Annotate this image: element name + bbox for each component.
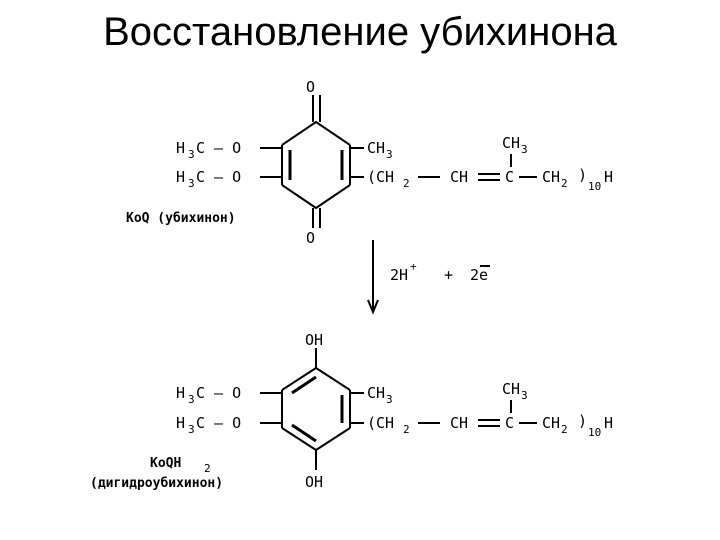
ubiquinol-name-2: (дигидроубихинон) xyxy=(90,476,223,491)
methoxy-1-sub: 3 xyxy=(188,148,195,161)
methoxy-1-h: H xyxy=(176,139,185,157)
chain-c: C xyxy=(505,168,514,186)
ring-bottom-edges xyxy=(281,427,351,452)
chain-ch: CH xyxy=(450,168,468,186)
oxygen-bottom: O xyxy=(306,229,315,247)
plus-sign: + xyxy=(444,266,453,284)
methoxy-2-rest: C – O xyxy=(196,168,241,186)
protons-charge: + xyxy=(410,260,417,273)
branch-methyl-sub: 3 xyxy=(521,143,528,156)
methoxy-2-h: H xyxy=(176,168,185,186)
methoxy-1-rest: C – O xyxy=(196,139,241,157)
hydroxyl-top: OH xyxy=(305,331,323,349)
protons-label: 2H xyxy=(390,266,408,284)
ring-bottom-edges xyxy=(281,184,351,210)
chain-repeat-count: 10 xyxy=(588,180,601,193)
hydroxyl-bottom: OH xyxy=(305,473,323,491)
ubiquinone-name: KoQ (убихинон) xyxy=(126,211,236,226)
methyl-label: CH xyxy=(367,384,385,402)
branch-methyl-sub: 3 xyxy=(521,389,528,402)
branch-methyl: CH xyxy=(502,380,520,398)
chain-open: (CH xyxy=(367,168,394,186)
chain-ch2: CH xyxy=(542,414,560,432)
ring-inner-double-3 xyxy=(291,423,317,443)
methoxy-1-sub: 3 xyxy=(188,393,195,406)
chain-ch2-sub: 2 xyxy=(561,423,568,436)
ubiquinol-name-1: KoQH xyxy=(150,456,181,471)
chain-terminal-h: H xyxy=(604,414,613,432)
methoxy-2-sub: 3 xyxy=(188,423,195,436)
methoxy-2-rest: C – O xyxy=(196,414,241,432)
chain-open: (CH xyxy=(367,414,394,432)
methyl-sub: 3 xyxy=(386,393,393,406)
chain-c: C xyxy=(505,414,514,432)
reduction-arrow-group: 2H + + 2e xyxy=(367,240,490,315)
ring-top-edges xyxy=(281,120,351,146)
ubiquinol-structure: OH OH H 3 C – O H 3 C – O CH 3 (CH 2 CH … xyxy=(90,331,613,491)
methyl-label: CH xyxy=(367,139,385,157)
chain-ch2: CH xyxy=(542,168,560,186)
ubiquinol-name-1-sub: 2 xyxy=(204,462,211,475)
chain-ch: CH xyxy=(450,414,468,432)
methoxy-1-h: H xyxy=(176,384,185,402)
slide-title: Восстановление убихинона xyxy=(103,10,617,54)
chain-open-sub: 2 xyxy=(403,423,410,436)
chain-close: ) xyxy=(578,412,587,430)
chain-ch2-sub: 2 xyxy=(561,177,568,190)
methoxy-2-h: H xyxy=(176,414,185,432)
chain-close: ) xyxy=(578,166,587,184)
oxygen-top: O xyxy=(306,78,315,96)
branch-methyl: CH xyxy=(502,134,520,152)
methoxy-1-rest: C – O xyxy=(196,384,241,402)
chain-repeat-count: 10 xyxy=(588,426,601,439)
chain-open-sub: 2 xyxy=(403,177,410,190)
chain-terminal-h: H xyxy=(604,168,613,186)
ubiquinone-structure: O O H 3 C – O H 3 C – O CH 3 (CH 2 CH C … xyxy=(126,78,613,247)
ring-top-edges xyxy=(281,366,351,391)
electrons-label: 2e xyxy=(470,266,488,284)
methyl-sub: 3 xyxy=(386,148,393,161)
ring-inner-double-1 xyxy=(291,375,317,395)
methoxy-2-sub: 3 xyxy=(188,177,195,190)
arrow-head-icon xyxy=(367,299,379,315)
